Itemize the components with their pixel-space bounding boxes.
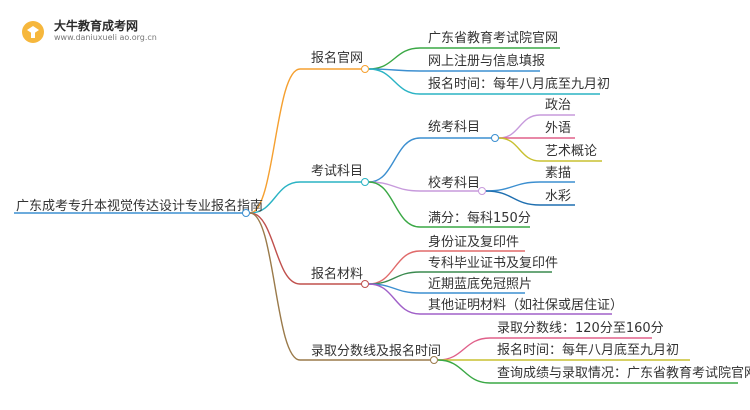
branch-node: [361, 65, 369, 73]
leaf-item: 报名时间：每年八月底至九月初: [428, 77, 611, 92]
branch-node: [361, 280, 369, 288]
child-connector: [368, 181, 421, 228]
leaf-item: 政治: [545, 98, 572, 113]
leaf-item: 水彩: [545, 189, 572, 204]
branch-connector: [249, 212, 301, 285]
leaf-item: 广东省教育考试院官网: [428, 31, 559, 46]
logo-title: 大牛教育成考网: [54, 19, 139, 33]
leaf-item: 查询成绩与录取情况：广东省教育考试院官网: [497, 366, 750, 381]
logo-icon: [20, 18, 46, 44]
branch-materials: 报名材料: [311, 267, 364, 282]
child-connector: [437, 337, 491, 361]
branch-exam-subjects: 考试科目: [311, 164, 364, 179]
root-node: [242, 209, 250, 217]
child-connector: [368, 283, 421, 315]
branch-connector: [249, 212, 301, 361]
leaf-item: 身份证及复印件: [428, 235, 520, 250]
leaf-item: 专科毕业证书及复印件: [428, 256, 559, 271]
root-topic: 广东成考专升本视觉传达设计专业报名指南: [16, 199, 264, 214]
child-connector: [368, 47, 421, 70]
sub-branch-node: [478, 187, 486, 195]
leaf-item: 录取分数线：120分至160分: [497, 321, 664, 336]
leaf-item: 艺术概论: [545, 144, 598, 159]
child-connector: [368, 137, 421, 183]
leaf-item: 网上注册与信息填报: [428, 54, 546, 69]
sub-branch-school-exam: 校考科目: [428, 176, 481, 191]
leaf-item: 报名时间：每年八月底至九月初: [497, 343, 680, 358]
branch-connector: [249, 181, 301, 214]
leaf-item: 近期蓝底免冠照片: [428, 277, 533, 292]
leaf-item: 其他证明材料（如社保或居住证）: [428, 298, 624, 313]
leaf-item: 满分：每科150分: [428, 211, 531, 226]
leaf-connector: [498, 114, 541, 139]
branch-node: [430, 356, 438, 364]
leaf-item: 外语: [545, 121, 572, 136]
site-logo: 大牛教育成考网 www.daniuxueli ao.org.cn: [20, 18, 157, 44]
child-connector: [437, 359, 491, 384]
child-connector: [368, 250, 421, 285]
leaf-connector: [485, 181, 541, 192]
branch-admission: 录取分数线及报名时间: [311, 344, 442, 359]
leaf-connector: [498, 137, 541, 162]
leaf-connector: [485, 190, 541, 206]
branch-connector: [249, 68, 301, 214]
branch-registration-site: 报名官网: [311, 51, 364, 66]
leaf-item: 素描: [545, 166, 572, 181]
child-connector: [368, 68, 421, 95]
sub-branch-unified-exam: 统考科目: [428, 120, 481, 135]
logo-url: www.daniuxueli ao.org.cn: [54, 33, 157, 42]
branch-node: [361, 178, 369, 186]
sub-branch-node: [491, 134, 499, 142]
